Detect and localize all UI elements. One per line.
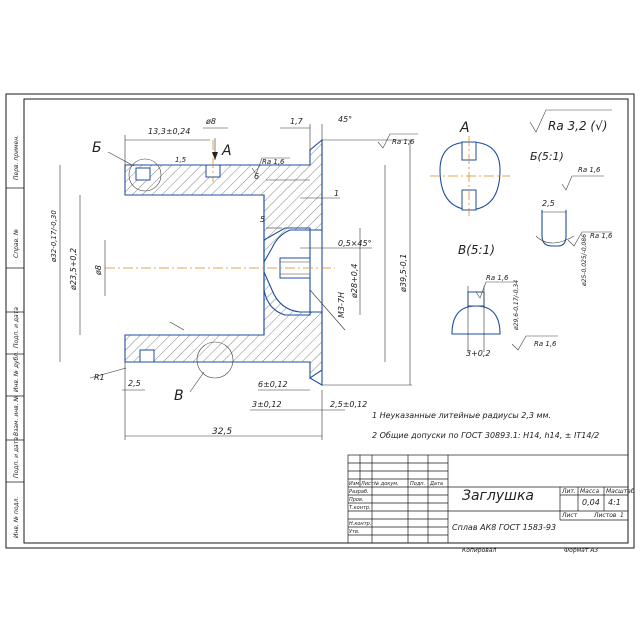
view-v-dia: ø29,6-0,17/-0,34	[513, 280, 520, 331]
roughness-flange: Ra 1,6	[392, 138, 415, 146]
dim-d8-top: ø8	[205, 117, 216, 126]
format-label: Формат А3	[564, 547, 598, 554]
side-strip-label: Инв. № дубл.	[13, 351, 20, 392]
view-a-title: А	[459, 120, 470, 136]
side-strip-label: Инв. № подл.	[13, 497, 20, 538]
roughness-top: Ra 1,6	[262, 158, 285, 166]
mass-value: 0,04	[582, 498, 600, 507]
tb-row-label: № докум.	[373, 481, 399, 487]
side-strip-label: Взам. инв. №	[13, 395, 20, 436]
label-v: В	[174, 388, 184, 404]
side-strip-label: Подп. и дата	[13, 437, 20, 478]
tb-row-label: Подп.	[410, 481, 425, 487]
dim-6: 6	[254, 172, 259, 181]
view-v-detail: В(5:1) Ra 1,6 Ra 1,6 3+0,2 ø29,6-0,17/-0…	[451, 243, 558, 358]
col-lit: Лит.	[561, 488, 576, 495]
dim-d8-bore: ø8	[94, 265, 103, 276]
dim-d39-5: ø39,5-0,1	[399, 254, 408, 293]
tb-row-label: Изм.	[349, 481, 361, 487]
view-b-roughness: Ra 1,6	[578, 166, 601, 174]
section-hatch-lower	[124, 271, 323, 380]
view-v-title: В(5:1)	[458, 243, 495, 257]
dim-d28: ø28+0,4	[350, 264, 359, 300]
dim-chamfer: 0,5×45°	[338, 239, 372, 248]
dim-45deg: 45°	[338, 115, 352, 124]
copied-label: Копировал	[462, 547, 496, 554]
pin-hole-top	[135, 167, 151, 181]
view-a: А	[430, 120, 510, 216]
sheets-value: 1	[620, 512, 624, 519]
main-section-view: Б В А	[50, 115, 418, 440]
col-mass: Масса	[580, 488, 599, 495]
view-v-roughness: Ra 1,6	[486, 274, 509, 282]
note-2: 2 Общие допуски по ГОСТ 30893.1: H14, h1…	[372, 431, 599, 440]
dim-13-3: 13,3±0,24	[148, 127, 190, 136]
sheet-inner-frame	[23, 98, 629, 544]
material: Сплав АК8 ГОСТ 1583-93	[452, 523, 556, 532]
side-strip-label: Подп. и дата	[13, 307, 20, 348]
view-v-roughness-2: Ra 1,6	[534, 340, 557, 348]
dimension-lines	[59, 124, 412, 440]
tb-role: Н.контр.	[349, 521, 371, 527]
dim-5: 5	[260, 215, 265, 224]
title-block: Заглушка Сплав АК8 ГОСТ 1583-93 Лит. Мас…	[347, 454, 635, 544]
general-roughness-sign	[529, 109, 612, 133]
dim-6-012: 6±0,12	[258, 380, 288, 389]
dim-1: 1	[334, 189, 339, 198]
pin-hole-bottom	[139, 349, 155, 363]
part-name: Заглушка	[462, 488, 534, 504]
dim-2-5: 2,5	[128, 379, 141, 388]
tb-role: Пров.	[349, 497, 364, 503]
tb-role: Разраб.	[349, 489, 369, 495]
dim-2-5-012: 2,5±0,12	[330, 400, 367, 409]
view-b-dia: ø25-0,025/-0,086	[581, 234, 588, 287]
side-strip: Перв. примен. Справ. № Подп. и дата Инв.…	[6, 135, 24, 538]
dim-1-5: 1,5	[175, 156, 187, 164]
dim-1-7: 1,7	[290, 117, 304, 126]
view-b-detail: Б(5:1) 2,5 Ra 1,6 Ra 1,6 ø25-0,025/-0,08…	[530, 150, 613, 287]
sheet-label: Лист	[561, 512, 578, 519]
label-b: Б	[92, 140, 102, 156]
tb-role: Утв.	[349, 529, 360, 535]
dim-m3: М3-7Н	[337, 292, 346, 318]
detail-circle-v	[196, 341, 234, 379]
sheets-label: Листов	[593, 512, 617, 519]
col-scale: Масштаб	[606, 488, 635, 495]
tb-row-label: Дата	[429, 481, 443, 487]
side-strip-label: Справ. №	[13, 229, 20, 258]
dim-d32: ø32-0,17/-0,30	[50, 210, 58, 263]
tb-row-label: Лист	[360, 481, 375, 487]
dim-d23-5: ø23,5+0,2	[69, 248, 78, 291]
dim-32-5: 32,5	[212, 427, 232, 437]
side-strip-label: Перв. примен.	[13, 135, 20, 180]
view-b-title: Б(5:1)	[530, 150, 564, 163]
dim-r1: R1	[94, 373, 105, 382]
tb-role: Т.контр.	[349, 505, 371, 511]
detail-circle-b	[128, 158, 162, 192]
sheet-outer-frame	[5, 93, 635, 549]
bore-outline	[125, 194, 265, 336]
general-roughness: Ra 3,2 (√)	[548, 119, 607, 133]
label-a-arrow: А	[221, 143, 232, 159]
view-v-depth: 3+0,2	[466, 349, 491, 358]
note-1: 1 Неуказанные литейные радиусы 2,3 мм.	[372, 411, 551, 420]
dim-3-012: 3±0,12	[252, 400, 282, 409]
view-b-dim: 2,5	[542, 199, 555, 208]
view-b-roughness-2: Ra 1,6	[590, 232, 613, 240]
scale-value: 4:1	[608, 498, 621, 507]
